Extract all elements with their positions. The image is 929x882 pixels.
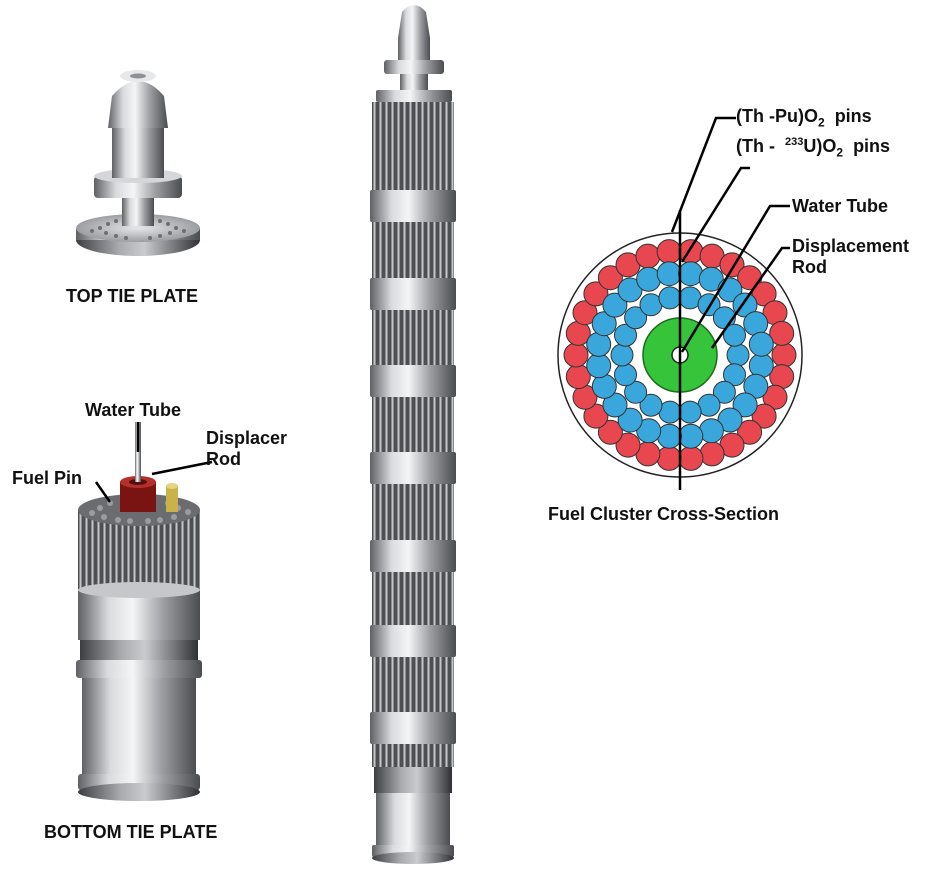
thpu-pin (572, 300, 598, 326)
full-fuel-assembly-illustration (370, 5, 456, 864)
thu-pin (614, 363, 637, 387)
thu-pin (678, 261, 704, 287)
displacer-rod-label: Displacer Rod (206, 428, 287, 470)
thu-pin (698, 266, 724, 292)
thpu-pin (583, 281, 609, 307)
thu-pin (726, 343, 750, 367)
thu-pins-label: (Th - 233U)O2 pins (736, 136, 891, 160)
thu-pin (723, 363, 746, 387)
thu-pin (591, 311, 617, 337)
thu-subscript: 2 (836, 145, 844, 160)
thu-pin (617, 277, 643, 303)
thu-pin (732, 392, 758, 418)
thpu-pin (769, 320, 795, 346)
thpu-pin (737, 419, 763, 445)
cross-section-illustration (557, 210, 803, 490)
thu-pin (698, 418, 724, 444)
thu-pin (748, 353, 774, 379)
thu-pin (639, 393, 663, 417)
thu-pin (748, 331, 774, 357)
thpu-pins-label: (Th -Pu)O2 pins (736, 106, 872, 130)
thu-pin (624, 380, 648, 404)
thpu-pin (583, 403, 609, 429)
top-tie-plate-illustration (76, 70, 200, 256)
thu-mid: U)O (803, 136, 837, 156)
thu-prefix: (Th - (736, 136, 780, 156)
thu-suffix: pins (853, 136, 891, 156)
thpu-pin (762, 384, 788, 410)
thu-pin (743, 311, 769, 337)
thpu-pin (597, 265, 623, 291)
displacer-rod-label-line1: Displacer (206, 428, 288, 448)
thpu-suffix: pins (834, 106, 872, 126)
thu-pin (723, 323, 746, 347)
thu-pin (614, 323, 637, 347)
thu-pin (743, 373, 769, 399)
thu-pin (656, 261, 682, 287)
bottom-tie-plate-illustration (76, 422, 202, 801)
displacement-rod-label-line1: Displacement (792, 236, 910, 256)
fuel-pin-label: Fuel Pin (12, 468, 83, 488)
thu-pin (591, 373, 617, 399)
thu-pin (602, 392, 628, 418)
thu-pin (586, 353, 612, 379)
thu-pin (717, 407, 743, 433)
thu-pin (636, 266, 662, 292)
thpu-pin (699, 441, 725, 467)
thpu-pin (751, 281, 777, 307)
thu-pin (658, 286, 682, 310)
water-tube-label-left: Water Tube (85, 400, 182, 420)
thpu-pin (635, 243, 661, 269)
thpu-pin (656, 445, 682, 471)
thpu-pin (563, 342, 589, 368)
leader-lines (94, 116, 790, 503)
thpu-pin (678, 445, 704, 471)
thu-pin (656, 423, 682, 449)
displacer-rod-label-line2: Rod (206, 449, 241, 469)
thu-pin (678, 400, 702, 424)
thu-pin (617, 407, 643, 433)
thu-pin (586, 331, 612, 357)
thu-pin (636, 418, 662, 444)
thu-pin (610, 343, 634, 367)
thpu-subscript: 2 (817, 115, 825, 130)
top-tie-plate-label: TOP TIE PLATE (66, 286, 199, 306)
water-tube-label-right: Water Tube (792, 196, 889, 216)
thpu-prefix: (Th -Pu)O (736, 106, 818, 126)
thu-superscript: 233 (785, 136, 804, 148)
displacement-rod-label-line2: Rod (792, 257, 827, 277)
thu-pin (624, 306, 648, 330)
thpu-pin (615, 432, 641, 458)
cross-section-caption: Fuel Cluster Cross-Section (548, 504, 780, 524)
thu-pin (602, 292, 628, 318)
displacement-rod-label: Displacement Rod (792, 236, 909, 278)
thpu-pin (597, 419, 623, 445)
thu-pin (712, 380, 736, 404)
thpu-pin (656, 239, 682, 265)
thu-pin (678, 423, 704, 449)
thpu-pin (771, 342, 797, 368)
thpu-pin (751, 403, 777, 429)
bottom-tie-plate-label: BOTTOM TIE PLATE (44, 822, 218, 842)
